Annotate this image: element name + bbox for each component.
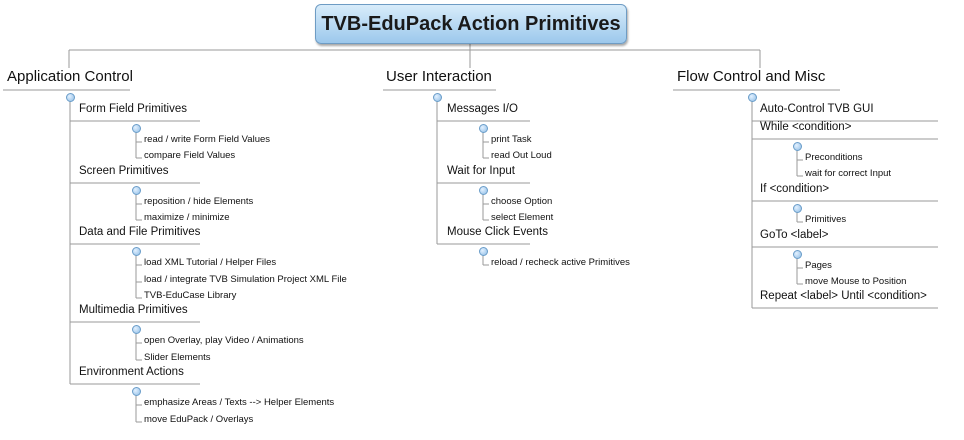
item-2-3[interactable]: GoTo <label>	[760, 229, 829, 241]
item-toggle-0-2[interactable]	[132, 247, 141, 256]
leaf-0-0-0[interactable]: read / write Form Field Values	[144, 134, 271, 145]
item-toggle-1-2[interactable]	[479, 247, 488, 256]
category-1[interactable]: User Interaction	[386, 68, 492, 85]
leaf-0-2-2[interactable]: TVB-EduCase Library	[144, 290, 237, 301]
category-0[interactable]: Application Control	[7, 68, 133, 85]
leaf-0-4-1[interactable]: move EduPack / Overlays	[144, 414, 254, 425]
leaf-1-0-1[interactable]: read Out Loud	[491, 150, 552, 161]
item-0-0[interactable]: Form Field Primitives	[79, 103, 187, 115]
item-toggle-0-3[interactable]	[132, 325, 141, 334]
item-0-3[interactable]: Multimedia Primitives	[79, 304, 188, 316]
item-1-0[interactable]: Messages I/O	[447, 103, 518, 115]
item-0-4[interactable]: Environment Actions	[79, 366, 184, 378]
root-node[interactable]: TVB-EduPack Action Primitives	[315, 4, 627, 44]
leaf-1-1-0[interactable]: choose Option	[491, 196, 553, 207]
item-2-2[interactable]: If <condition>	[760, 183, 830, 195]
leaf-0-3-1[interactable]: Slider Elements	[144, 352, 211, 363]
leaf-0-1-1[interactable]: maximize / minimize	[144, 212, 230, 223]
item-1-1[interactable]: Wait for Input	[447, 165, 515, 177]
leaf-0-2-0[interactable]: load XML Tutorial / Helper Files	[144, 257, 277, 268]
category-toggle-1[interactable]	[433, 93, 442, 102]
leaf-0-4-0[interactable]: emphasize Areas / Texts --> Helper Eleme…	[144, 397, 335, 408]
leaf-1-0-0[interactable]: print Task	[491, 134, 532, 145]
item-toggle-1-0[interactable]	[479, 124, 488, 133]
category-toggle-0[interactable]	[66, 93, 75, 102]
item-1-2[interactable]: Mouse Click Events	[447, 226, 548, 238]
category-toggle-2[interactable]	[748, 93, 757, 102]
leaf-2-1-0[interactable]: Preconditions	[805, 152, 863, 163]
item-toggle-2-1[interactable]	[793, 142, 802, 151]
item-2-4[interactable]: Repeat <label> Until <condition>	[760, 290, 927, 302]
item-2-1[interactable]: While <condition>	[760, 121, 852, 133]
item-toggle-0-4[interactable]	[132, 387, 141, 396]
item-toggle-2-3[interactable]	[793, 250, 802, 259]
leaf-2-3-1[interactable]: move Mouse to Position	[805, 276, 907, 287]
leaf-0-2-1[interactable]: load / integrate TVB Simulation Project …	[144, 274, 347, 285]
item-toggle-1-1[interactable]	[479, 186, 488, 195]
item-0-1[interactable]: Screen Primitives	[79, 165, 169, 177]
leaf-0-3-0[interactable]: open Overlay, play Video / Animations	[144, 335, 304, 346]
leaf-2-3-0[interactable]: Pages	[805, 260, 832, 271]
leaf-2-2-0[interactable]: Primitives	[805, 214, 847, 225]
item-toggle-2-2[interactable]	[793, 204, 802, 213]
item-2-0[interactable]: Auto-Control TVB GUI	[760, 103, 874, 115]
item-toggle-0-0[interactable]	[132, 124, 141, 133]
leaf-0-0-1[interactable]: compare Field Values	[144, 150, 236, 161]
leaf-1-1-1[interactable]: select Element	[491, 212, 554, 223]
leaf-1-2-0[interactable]: reload / recheck active Primitives	[491, 257, 630, 268]
item-0-2[interactable]: Data and File Primitives	[79, 226, 201, 238]
leaf-2-1-1[interactable]: wait for correct Input	[805, 168, 892, 179]
item-toggle-0-1[interactable]	[132, 186, 141, 195]
category-2[interactable]: Flow Control and Misc	[677, 68, 826, 85]
leaf-0-1-0[interactable]: reposition / hide Elements	[144, 196, 254, 207]
